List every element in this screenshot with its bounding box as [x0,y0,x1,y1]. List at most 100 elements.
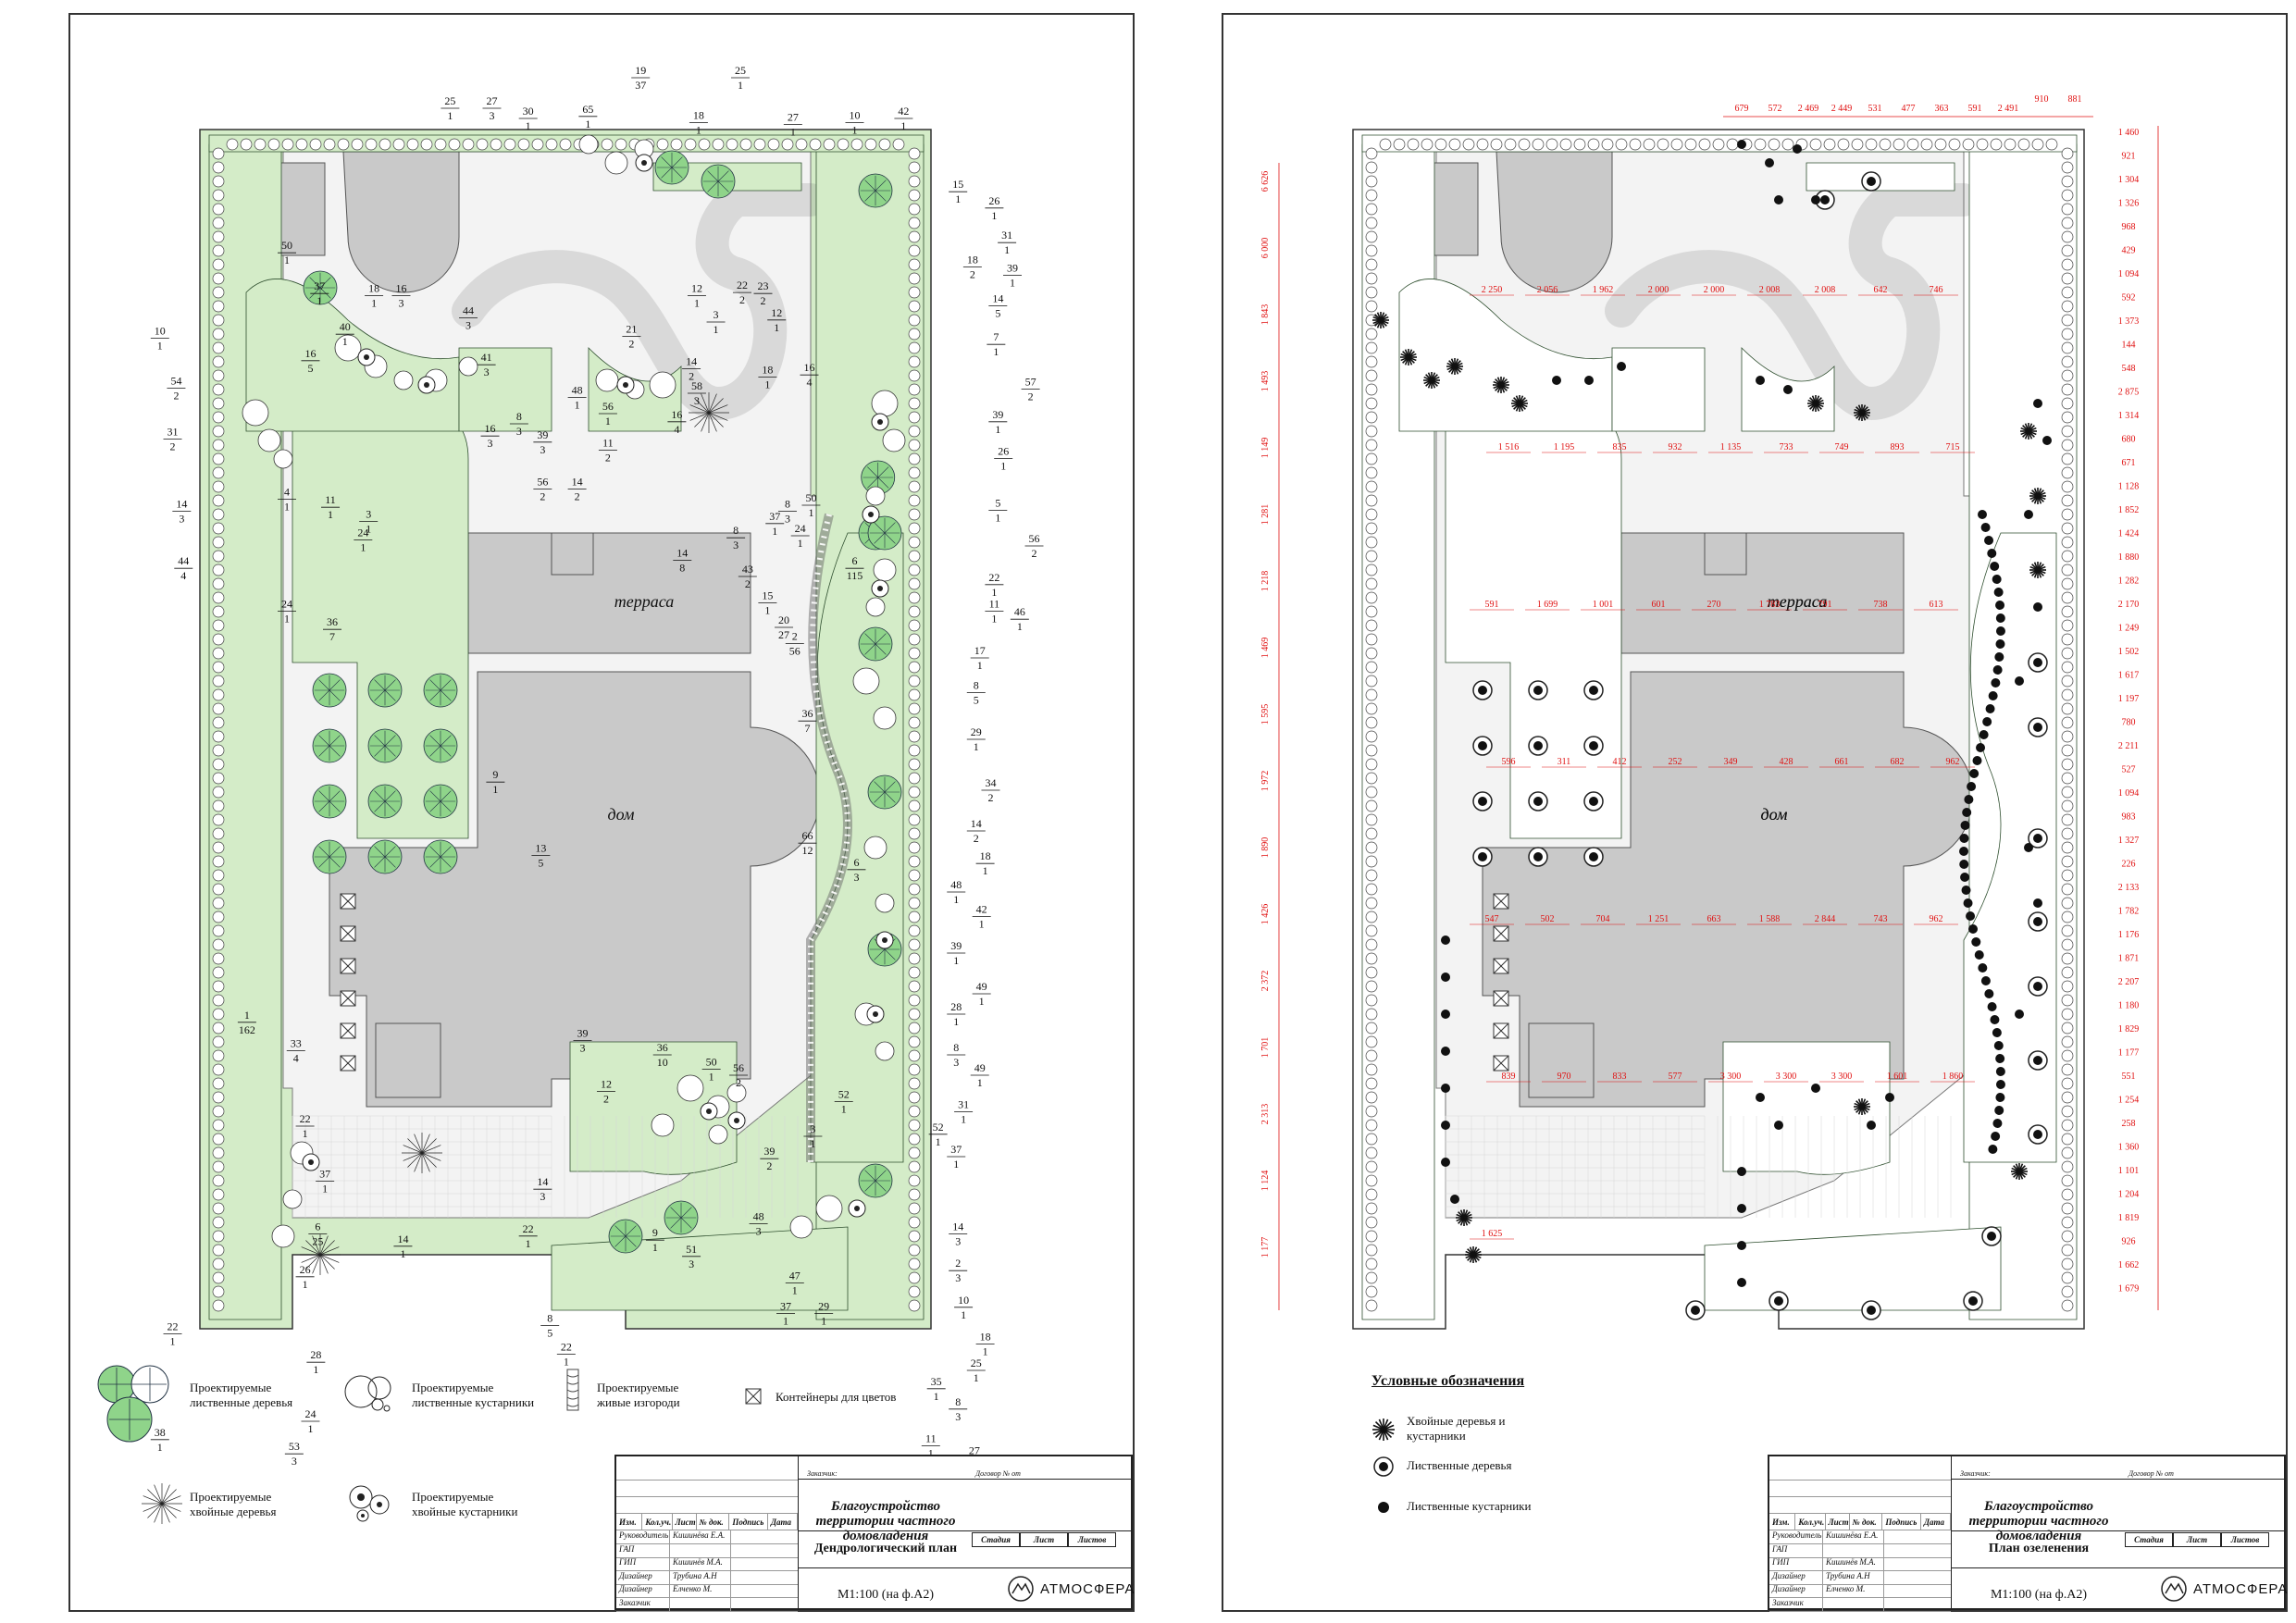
plant-callout: 181 [758,363,777,390]
svg-text:1: 1 [585,118,590,130]
conifer [1807,395,1824,412]
signature-row: Заказчик [616,1597,798,1612]
svg-text:29: 29 [818,1299,829,1312]
deciduous-tree [367,728,403,763]
svg-text:17: 17 [974,644,986,657]
plant-callout: 145 [988,291,1008,319]
plant-callout: 401 [335,320,354,348]
role-cell: ГИП [616,1557,670,1570]
svg-text:1: 1 [696,123,701,136]
hedge-shrub [1972,756,1982,765]
signature-row: ГАП [1769,1543,1951,1558]
svg-text:2: 2 [1028,390,1034,403]
scale-label: М1:100 (на ф.А2) [837,1588,935,1602]
deciduous-tree [2028,1050,2048,1071]
plant-callout: 241 [278,597,296,625]
plant-callout: 143 [533,1175,552,1203]
svg-text:40: 40 [340,320,351,333]
dimension-label: 1 094 [2118,788,2140,799]
svg-text:962: 962 [1946,757,1960,767]
plant-callout: 71 [987,330,1006,358]
plant-callout: 381 [150,1426,169,1454]
conifer-shrub [727,1111,746,1130]
plant-callout: 142 [682,355,701,383]
svg-text:1 195: 1 195 [1554,442,1575,452]
courtyard-lawn [1722,1041,1891,1175]
dimension-label: 531 [1868,104,1882,114]
dimension-label: 743 [1858,914,1903,925]
dimension-label: 2 211 [2118,741,2139,751]
house-label: дом [608,805,635,824]
deciduous-tree [1583,791,1604,812]
svg-text:18: 18 [967,254,978,266]
center-bed-lawn [458,347,552,432]
deciduous-shrub [1756,376,1765,385]
role-cell: Дизайнер [1769,1570,1823,1584]
grid-empty-row [616,1497,798,1514]
hedge-shrub [1968,924,1979,934]
dimension-label: 2 250 [1470,285,1514,296]
svg-text:3 300: 3 300 [1720,1072,1742,1082]
svg-text:29: 29 [971,725,982,738]
dimension-label: 2 372 [1260,971,1271,992]
name-cell [670,1597,731,1611]
plant-callout: 261 [985,194,1004,222]
name-cell: Трубина А.Н [1823,1570,1884,1584]
dimension-label: 1 783 [1747,600,1792,611]
svg-text:1 588: 1 588 [1759,914,1781,924]
svg-text:2: 2 [173,390,179,403]
role-cell: Дизайнер [616,1570,670,1584]
signature-cell [1884,1571,1951,1584]
svg-text:1: 1 [307,1422,313,1435]
svg-text:1: 1 [974,1371,979,1384]
svg-text:613: 613 [1930,600,1943,610]
svg-text:715: 715 [1946,442,1960,452]
grid-empty-row [1769,1497,1951,1514]
dimension-label: 349 [1708,757,1753,768]
svg-text:5: 5 [547,1327,552,1340]
svg-text:1: 1 [991,586,997,599]
flower-container [340,990,356,1007]
signature-cell [731,1598,798,1611]
hedge-shrubs [1959,510,2005,1154]
plant-callout: 572 [1021,376,1040,403]
svg-text:1: 1 [157,1441,163,1454]
signature-cell [1884,1584,1951,1597]
svg-text:11: 11 [602,437,614,450]
svg-text:3: 3 [398,296,403,309]
dimension-label: 1 625 [1470,1229,1514,1240]
conifer [2029,562,2046,578]
plant-callout: 171 [970,644,989,672]
dimension-label: 791 [1803,600,1847,611]
dimension-label: 1 360 [2118,1143,2140,1153]
name-cell: Кишинёва Е.А. [670,1530,731,1543]
plant-callout: 367 [798,707,817,735]
svg-text:1: 1 [995,512,1000,525]
svg-text:14: 14 [971,817,982,830]
svg-text:1: 1 [360,540,366,553]
svg-text:1: 1 [371,296,377,309]
svg-text:642: 642 [1874,285,1888,295]
plant-callout: 63 [847,856,866,884]
deciduous-tree [367,673,403,708]
plant-callout: 291 [966,725,986,753]
svg-text:412: 412 [1613,757,1627,767]
hedge-shrub [1994,652,2004,662]
svg-text:28: 28 [310,1348,321,1361]
plant-callout: 521 [928,1121,948,1148]
conifer-legend-icon [1372,1419,1395,1441]
svg-text:3: 3 [540,443,545,456]
plant-callout: 391 [947,939,966,967]
dimension-label: 1 460 [2118,128,2140,138]
plant-callout: 232 [753,279,773,307]
svg-text:1 962: 1 962 [1593,285,1614,295]
dimension-label: 551 [2122,1072,2136,1082]
svg-text:1: 1 [1010,276,1015,289]
plant-callout: 393 [533,428,552,456]
deciduous-shrub [873,706,897,730]
